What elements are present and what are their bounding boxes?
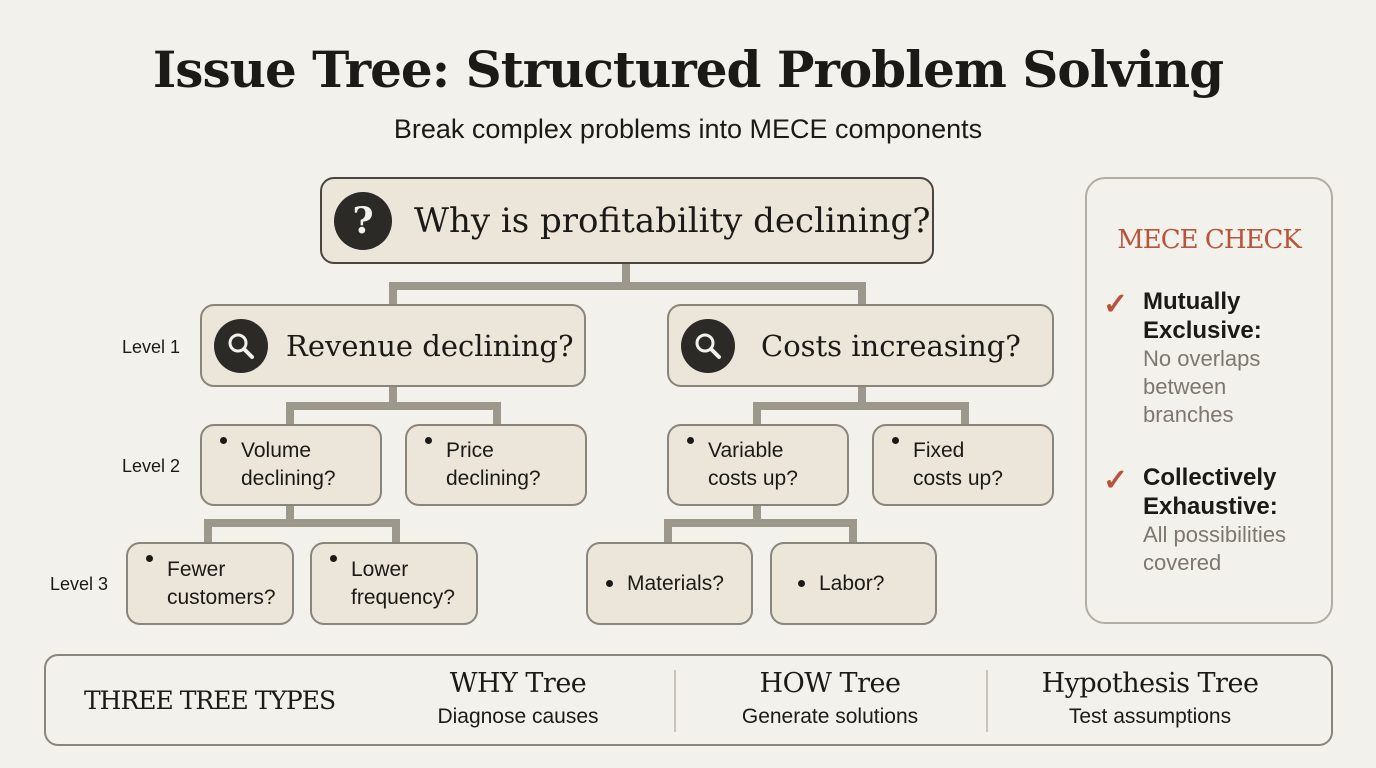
mece-check-panel: MECE CHECK ✓ Mutually Exclusive: No over… (1085, 177, 1333, 624)
bullet-icon (798, 580, 805, 587)
mece-desc: covered (1143, 550, 1222, 575)
node-label-line: Variable (708, 439, 784, 462)
node-materials: Materials? (586, 542, 753, 625)
node-label: Materials? (627, 571, 724, 595)
node-fixed-costs-up: Fixed costs up? (872, 424, 1054, 506)
mece-heading: Exhaustive: (1143, 493, 1278, 520)
connector (858, 386, 866, 408)
checkmark-icon: ✓ (1103, 464, 1129, 497)
mece-desc: between (1143, 374, 1227, 399)
node-label-line: costs up? (708, 467, 798, 490)
level-1-label: Level 1 (122, 337, 181, 357)
bullet-icon (892, 437, 899, 444)
mece-heading: Collectively (1143, 464, 1277, 491)
level-3-label: Level 3 (50, 574, 109, 594)
node-label-line: Fewer (167, 557, 226, 581)
connector (858, 282, 866, 304)
bullet-icon (330, 555, 337, 562)
node-label-line: Volume (241, 439, 312, 462)
magnifier-icon (681, 318, 735, 373)
mece-heading: Mutually (1143, 288, 1241, 315)
node-revenue-declining: Revenue declining? (200, 304, 586, 387)
mece-desc: branches (1143, 402, 1234, 427)
page-subtitle: Break complex problems into MECE compone… (393, 114, 983, 144)
connector (753, 402, 969, 410)
connector (493, 402, 501, 424)
node-label-line: declining? (446, 467, 541, 490)
node-label-line: Fixed (913, 439, 965, 462)
node-label-line: declining? (241, 467, 336, 490)
connector (389, 386, 397, 408)
connector (204, 519, 400, 527)
node-costs-increasing: Costs increasing? (667, 304, 1054, 387)
connector (286, 402, 294, 424)
node-label-line: costs up? (913, 467, 1003, 490)
bullet-icon (220, 437, 227, 444)
tree-types-label: THREE TREE TYPES (84, 686, 336, 715)
tree-type-name: WHY Tree (449, 668, 587, 699)
tree-type-desc: Test assumptions (1068, 705, 1232, 728)
page-title: Issue Tree: Structured Problem Solving (152, 40, 1224, 99)
connector (753, 505, 761, 525)
bullet-icon (687, 437, 694, 444)
node-label: Labor? (819, 571, 885, 595)
mece-item-collectively-exhaustive: ✓ Collectively Exhaustive: All possibili… (1103, 463, 1286, 577)
connector (389, 282, 866, 290)
bullet-icon (425, 437, 432, 444)
tree-type-desc: Generate solutions (741, 705, 919, 728)
level-2-label: Level 2 (122, 456, 181, 476)
connector (622, 263, 630, 288)
connector (961, 402, 969, 424)
node-label-line: Price (446, 439, 494, 462)
connector (753, 402, 761, 424)
mece-desc: No overlaps (1143, 346, 1261, 371)
mece-heading: Exclusive: (1143, 317, 1262, 344)
bullet-icon (146, 555, 153, 562)
root-question-label: Why is profitability declining? (414, 200, 931, 241)
node-label-line: customers? (167, 585, 276, 609)
connector (392, 519, 400, 542)
connector (664, 519, 857, 527)
tree-type-desc: Diagnose causes (437, 705, 599, 728)
connector (286, 402, 501, 410)
mece-title: MECE CHECK (1117, 225, 1302, 255)
divider (674, 670, 676, 732)
connector (389, 282, 397, 304)
connector (286, 505, 294, 525)
tree-type-name: HOW Tree (759, 668, 901, 699)
node-fewer-customers: Fewer customers? (126, 542, 294, 625)
node-label: Revenue declining? (286, 328, 574, 363)
bullet-icon (606, 580, 613, 587)
tree-type-name: Hypothesis Tree (1041, 668, 1259, 699)
mece-desc: All possibilities (1143, 522, 1287, 547)
node-label: Costs increasing? (761, 328, 1021, 363)
connector (664, 519, 672, 542)
node-labor: Labor? (770, 542, 937, 625)
node-variable-costs-up: Variable costs up? (667, 424, 849, 506)
connector (849, 519, 857, 542)
mece-item-mutually-exclusive: ✓ Mutually Exclusive: No overlaps betwee… (1103, 287, 1262, 429)
magnifier-icon (214, 318, 268, 373)
connector (204, 519, 212, 542)
checkmark-icon: ✓ (1103, 288, 1129, 321)
node-lower-frequency: Lower frequency? (310, 542, 478, 625)
root-question-node: ? Why is profitability declining? (320, 177, 934, 264)
node-volume-declining: Volume declining? (200, 424, 382, 506)
divider (986, 670, 988, 732)
question-icon: ? (334, 191, 392, 250)
node-label-line: Lower (351, 557, 409, 581)
node-label-line: frequency? (351, 585, 455, 609)
node-price-declining: Price declining? (405, 424, 587, 506)
